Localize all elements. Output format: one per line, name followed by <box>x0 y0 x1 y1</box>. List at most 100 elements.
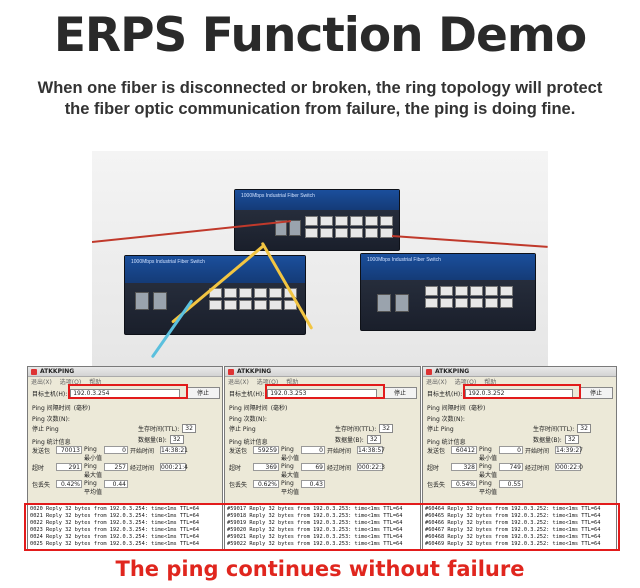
stat-loss-label: 包丢失 <box>427 482 446 489</box>
menu-item-options[interactable]: 选项(O) <box>59 379 82 386</box>
subtitle-line-2: the fiber optic communication from failu… <box>64 100 576 118</box>
ttl-input[interactable]: 32 <box>182 424 197 433</box>
window-title: ATKKPING <box>435 368 470 375</box>
ping-window-1: ATKKPING 退出(X) 选项(O) 帮助 目标主机(H):192.0.3.… <box>27 366 223 504</box>
app-icon <box>228 368 234 375</box>
highlight-target-3 <box>463 384 581 399</box>
ttl-input[interactable]: 32 <box>379 424 394 433</box>
ping-window-3: ATKKPING 退出(X) 选项(O) 帮助 目标主机(H):192.0.3.… <box>422 366 617 504</box>
stat-loss: 0.62% <box>253 480 279 488</box>
switch-top-label: 1000Mbps Industrial Fiber Switch <box>241 193 315 199</box>
switch-left: 1000Mbps Industrial Fiber Switch <box>124 255 306 335</box>
target-label: 目标主机(H): <box>229 391 265 398</box>
stats-title: Ping 统计信息 <box>32 439 71 446</box>
log-line: #60464 Reply 32 bytes from 192.0.3.252: … <box>425 506 601 512</box>
stat-start-label: 开始时间 <box>130 448 155 455</box>
log-line: #59017 Reply 32 bytes from 192.0.3.253: … <box>227 506 403 512</box>
stat-sent: 59259 <box>253 446 279 454</box>
stat-max-label: Ping 最大值 <box>479 463 498 479</box>
stat-recv-label: 超时 <box>427 465 440 472</box>
log-line: #59020 Reply 32 bytes from 192.0.3.253: … <box>227 527 403 533</box>
log-line: #59018 Reply 32 bytes from 192.0.3.253: … <box>227 513 403 519</box>
stat-min-label: Ping 最小值 <box>281 446 300 462</box>
log-line: #59021 Reply 32 bytes from 192.0.3.253: … <box>227 534 403 540</box>
stat-max: 257 <box>104 463 128 471</box>
ttl-label: 生存时间(TTL): <box>335 426 377 433</box>
bytes-label: 数据量(B): <box>335 437 364 444</box>
log-line: #60468 Reply 32 bytes from 192.0.3.252: … <box>425 534 601 540</box>
stop-button[interactable]: 停止 <box>186 387 220 399</box>
bytes-input[interactable]: 32 <box>169 435 184 444</box>
stat-elapsed-label: 经过时间 <box>130 465 155 472</box>
bytes-label: 数据量(B): <box>138 437 167 444</box>
power-cable-2 <box>391 235 548 248</box>
menu-item-help[interactable]: 帮助 <box>286 379 299 386</box>
stat-loss-label: 包丢失 <box>32 482 51 489</box>
stat-min-label: Ping 最小值 <box>84 446 103 462</box>
menu-item-help[interactable]: 帮助 <box>484 379 497 386</box>
bytes-label: 数据量(B): <box>533 437 562 444</box>
log-line: 0025 Reply 32 bytes from 192.0.3.254: ti… <box>30 541 200 547</box>
ping-interval-label: Ping 间隔时间 <box>229 405 268 412</box>
window-title: ATKKPING <box>40 368 75 375</box>
reply-log-2[interactable]: #59017 Reply 32 bytes from 192.0.3.253: … <box>224 504 421 550</box>
target-label: 目标主机(H): <box>427 391 463 398</box>
stat-recv: 291 <box>56 463 82 471</box>
switch-right-label: 1000Mbps Industrial Fiber Switch <box>367 257 441 263</box>
menu-item-exit[interactable]: 退出(X) <box>31 379 52 386</box>
stop-ping-label: 停止 Ping <box>427 426 454 433</box>
page-subtitle: When one fiber is disconnected or broken… <box>20 78 620 120</box>
log-line: #60467 Reply 32 bytes from 192.0.3.252: … <box>425 527 601 533</box>
stat-elapsed: 000:22:0 <box>555 463 583 471</box>
stat-start: 14:38:57 <box>357 446 385 454</box>
menu-item-exit[interactable]: 退出(X) <box>426 379 447 386</box>
stat-avg-label: Ping 平均值 <box>84 480 103 496</box>
stat-max: 749 <box>499 463 523 471</box>
highlight-target-1 <box>68 384 188 399</box>
stat-start-label: 开始时间 <box>525 448 550 455</box>
menu-item-exit[interactable]: 退出(X) <box>228 379 249 386</box>
target-label: 目标主机(H): <box>32 391 68 398</box>
stat-avg: 0.55 <box>499 480 523 488</box>
bytes-input[interactable]: 32 <box>366 435 381 444</box>
stat-recv: 328 <box>451 463 477 471</box>
ping-count-label: Ping 次数(N): <box>427 416 465 423</box>
stat-max: 69 <box>301 463 325 471</box>
stats-title: Ping 统计信息 <box>229 439 268 446</box>
ttl-input[interactable]: 32 <box>577 424 592 433</box>
menu-item-help[interactable]: 帮助 <box>89 379 102 386</box>
log-line: 0021 Reply 32 bytes from 192.0.3.254: ti… <box>30 513 200 519</box>
ping-window-2: ATKKPING 退出(X) 选项(O) 帮助 目标主机(H):192.0.3.… <box>224 366 421 504</box>
switch-top: 1000Mbps Industrial Fiber Switch <box>234 189 400 251</box>
interval-unit: (毫秒) <box>73 405 91 412</box>
switch-left-label: 1000Mbps Industrial Fiber Switch <box>131 259 205 265</box>
stat-max-label: Ping 最大值 <box>281 463 300 479</box>
stat-min-label: Ping 最小值 <box>479 446 498 462</box>
stats-title: Ping 统计信息 <box>427 439 466 446</box>
stat-start: 14:38:21 <box>160 446 188 454</box>
stat-avg: 0.44 <box>104 480 128 488</box>
stat-loss: 0.42% <box>56 480 82 488</box>
interval-unit: (毫秒) <box>270 405 288 412</box>
stat-min: 0 <box>301 446 325 454</box>
stop-button[interactable]: 停止 <box>383 387 417 399</box>
menu-item-options[interactable]: 选项(O) <box>454 379 477 386</box>
stat-min: 0 <box>104 446 128 454</box>
stat-elapsed-label: 经过时间 <box>327 465 352 472</box>
stat-sent: 60412 <box>451 446 477 454</box>
stat-sent-label: 发送包 <box>32 448 51 455</box>
log-line: #60466 Reply 32 bytes from 192.0.3.252: … <box>425 520 601 526</box>
stat-start: 14:39:27 <box>555 446 583 454</box>
ping-count-label: Ping 次数(N): <box>32 416 70 423</box>
stat-sent-label: 发送包 <box>427 448 446 455</box>
menu-item-options[interactable]: 选项(O) <box>256 379 279 386</box>
reply-log-1[interactable]: 0020 Reply 32 bytes from 192.0.3.254: ti… <box>27 504 223 550</box>
log-line: #60465 Reply 32 bytes from 192.0.3.252: … <box>425 513 601 519</box>
app-icon <box>31 368 37 375</box>
interval-unit: (毫秒) <box>468 405 486 412</box>
bytes-input[interactable]: 32 <box>564 435 579 444</box>
stop-button[interactable]: 停止 <box>579 387 613 399</box>
stat-start-label: 开始时间 <box>327 448 352 455</box>
stat-sent-label: 发送包 <box>229 448 248 455</box>
